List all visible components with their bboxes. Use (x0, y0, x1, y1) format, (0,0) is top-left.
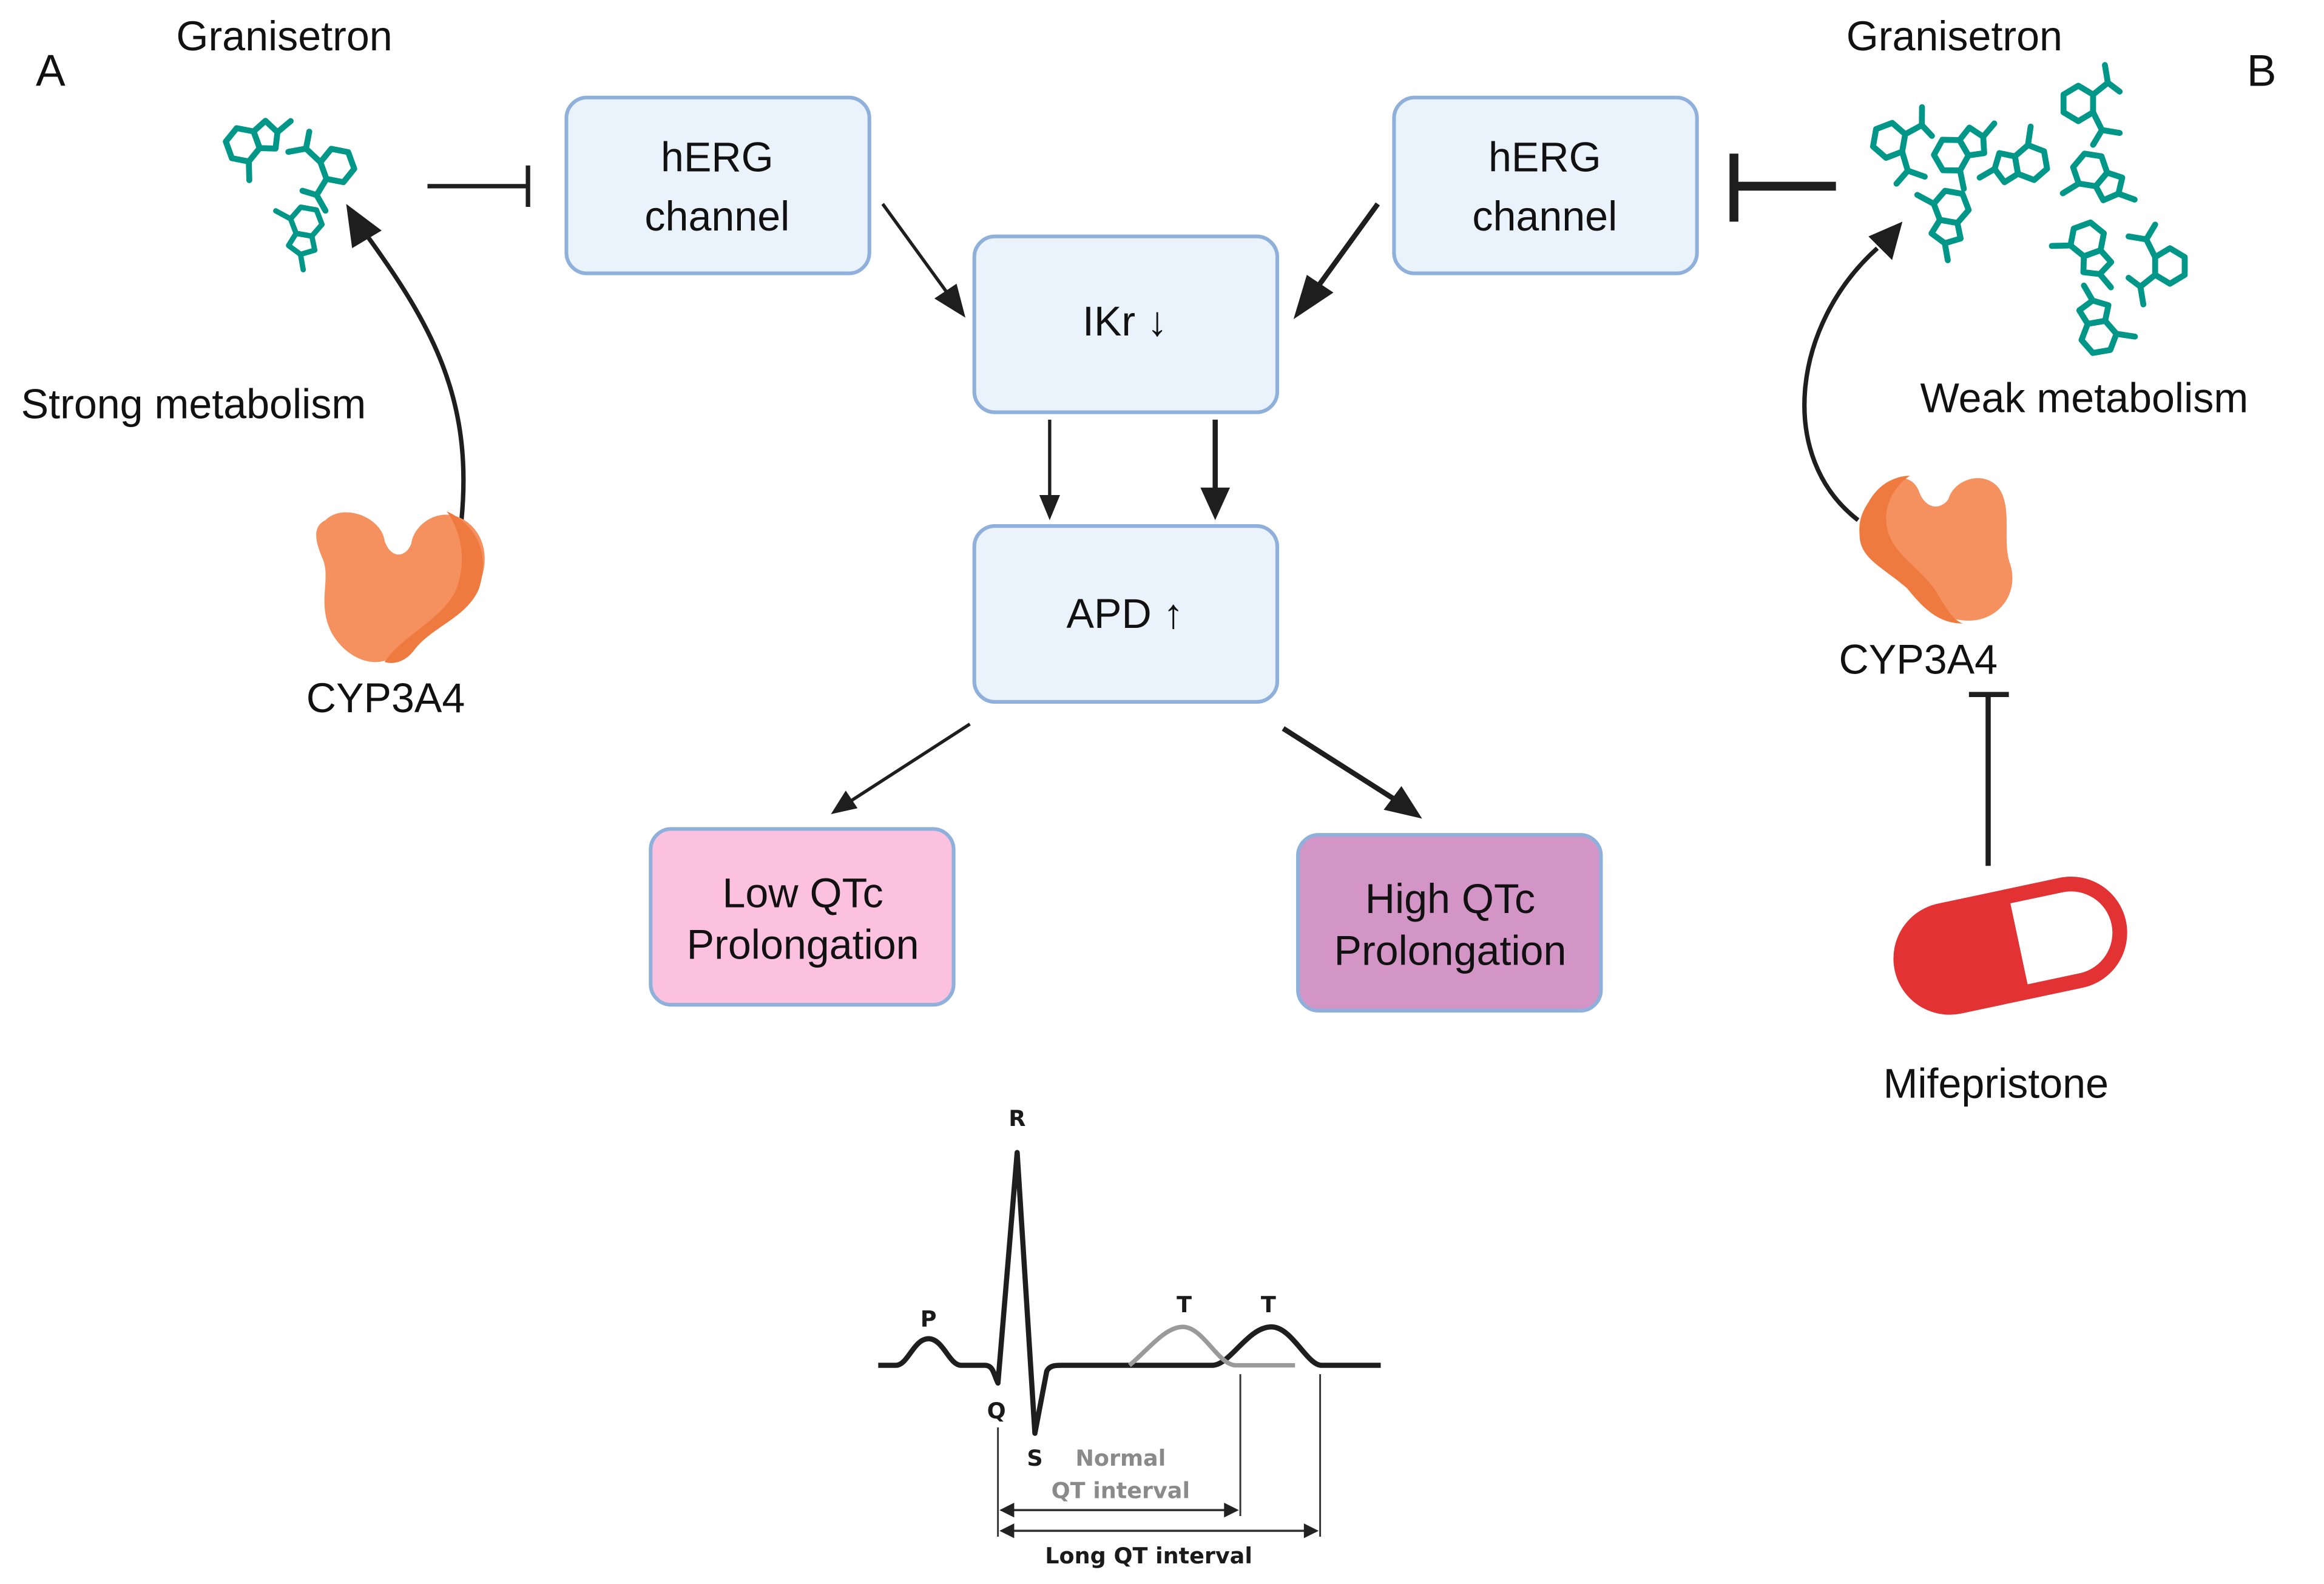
right-metabolism-arrow (1802, 246, 1879, 522)
ecg-label-t-normal: T (1177, 1292, 1192, 1318)
ikr-node[interactable]: IKr ↓ (972, 234, 1280, 414)
right-enzyme-label: CYP3A4 (1839, 637, 1998, 683)
panel-letter-b: B (2247, 46, 2277, 95)
ecg-label-r: R (1008, 1105, 1025, 1131)
apd-node[interactable]: APD ↑ (972, 524, 1280, 704)
low-qtc-line1: Low QTc (723, 870, 883, 916)
herg-left-line1: hERG (661, 135, 774, 181)
arrow-herg-right-to-ikr (1293, 202, 1380, 320)
ecg-normal-t-wave (1128, 1324, 1295, 1368)
left-drug-label: Granisetron (176, 13, 392, 59)
arrow-ikr-to-apd-strong (1200, 419, 1231, 521)
arrow-ikr-to-apd-weak (1039, 419, 1060, 521)
normal-qt-label-line2: QT interval (1052, 1478, 1190, 1504)
right-inhibitor-label: Mifepristone (1883, 1061, 2109, 1107)
apd-label: APD ↑ (1066, 591, 1183, 637)
left-enzyme-label: CYP3A4 (306, 675, 465, 721)
right-inhibition-bar (1729, 153, 1836, 222)
normal-qt-arrow (999, 1503, 1239, 1518)
high-qtc-node[interactable]: High QTc Prolongation (1296, 833, 1603, 1013)
ecg-label-p: P (920, 1306, 937, 1332)
left-inhibition-bar (427, 165, 530, 207)
ecg-label-s: S (1027, 1445, 1042, 1471)
herg-right-line2: channel (1472, 194, 1617, 240)
arrow-herg-left-to-ikr (881, 203, 966, 318)
long-qt-arrow (999, 1523, 1319, 1539)
ikr-label: IKr ↓ (1083, 298, 1167, 345)
arrow-apd-to-low-qtc (831, 723, 971, 815)
left-metabolism-arrowhead (346, 204, 382, 249)
left-granisetron-molecules-icon (223, 110, 364, 271)
right-metabolism-arrowhead (1868, 221, 1903, 260)
ecg-label-q: Q (987, 1398, 1006, 1424)
left-cyp3a4-enzyme-icon (316, 511, 485, 663)
long-qt-label: Long QT interval (1045, 1543, 1252, 1569)
right-cyp3a4-enzyme-icon (1859, 476, 2013, 624)
high-qtc-line1: High QTc (1365, 876, 1535, 922)
right-metabolism-label: Weak metabolism (1920, 376, 2248, 422)
herg-left-node[interactable]: hERG channel (564, 95, 871, 275)
arrow-apd-to-high-qtc (1282, 726, 1422, 819)
high-qtc-line2: Prolongation (1334, 928, 1567, 974)
herg-left-line2: channel (644, 194, 789, 240)
right-granisetron-molecules-icon (1868, 65, 2185, 354)
mifepristone-pill-icon (1893, 876, 2127, 1015)
ecg-label-t-long: T (1261, 1292, 1276, 1318)
herg-right-node[interactable]: hERG channel (1392, 95, 1699, 275)
right-drug-label: Granisetron (1846, 13, 2062, 59)
ecg-illustration: P Q R S T T Normal QT interval Long QT i… (878, 1105, 1381, 1569)
left-metabolism-arrow (363, 232, 466, 521)
panel-letter-a: A (36, 46, 66, 95)
low-qtc-node[interactable]: Low QTc Prolongation (649, 827, 956, 1007)
mifepristone-inhibition-bar (1968, 692, 2009, 866)
left-metabolism-label: Strong metabolism (21, 381, 366, 427)
normal-qt-label-line1: Normal (1075, 1445, 1166, 1471)
herg-right-line1: hERG (1488, 135, 1601, 181)
ecg-trace (878, 1150, 1381, 1436)
low-qtc-line2: Prolongation (687, 922, 919, 968)
